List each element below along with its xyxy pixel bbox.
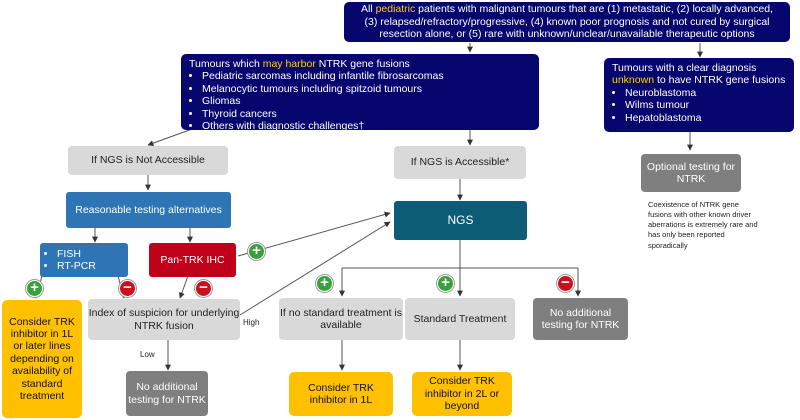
plus-icon: + [437, 275, 454, 292]
pan-trk-ihc-box: Pan-TRK IHC [149, 243, 236, 277]
arrow-index-high-to-ngs [239, 221, 391, 316]
no-additional-right-label: No additional testing for NTRK [541, 306, 620, 331]
minus-icon: − [119, 280, 136, 297]
plus-icon: + [248, 243, 265, 260]
no-standard-treatment-label: If no standard treatment is available [280, 306, 402, 331]
no-additional-left-label: No additional testing for NTRK [128, 381, 206, 406]
unknown-list: Neuroblastoma Wilms tumour Hepatoblastom… [612, 87, 786, 124]
index-of-suspicion-label: Index of suspicion for underlying NTRK f… [88, 307, 240, 332]
may-harbor-heading: Tumours which may harbor NTRK gene fusio… [189, 58, 410, 70]
ngs-label: NGS [447, 213, 474, 228]
consider-1l-label: Consider TRK inhibitor in 1L [308, 381, 374, 406]
standard-treatment-box: Standard Treatment [405, 298, 515, 340]
list-item: FISH [57, 248, 96, 260]
ngs-not-accessible-box: If NGS is Not Accessible [68, 146, 228, 175]
optional-testing-box: Optional testing for NTRK [641, 154, 741, 192]
consider-trk-inhibitor-later-lines-box: Consider TRK inhibitor in 1L or later li… [2, 300, 82, 418]
eligibility-criteria-box: All pediatric patients with malignant tu… [344, 2, 790, 42]
consider-trk-2l-box: Consider TRK inhibitor in 2L or beyond [412, 372, 512, 416]
list-item: Thyroid cancers [202, 108, 444, 120]
list-item: Wilms tumour [625, 99, 786, 111]
no-additional-testing-right-box: No additional testing for NTRK [533, 298, 628, 340]
list-item: Gliomas [202, 95, 444, 107]
may-harbor-tumours-box: Tumours which may harbor NTRK gene fusio… [181, 54, 539, 132]
fish-rtpcr-list: FISH RT-PCR [44, 248, 96, 273]
consider-2l-label: Consider TRK inhibitor in 2L or beyond [424, 375, 500, 413]
consider-later-lines-label: Consider TRK inhibitor in 1L or later li… [9, 315, 75, 402]
high-label: High [243, 318, 260, 327]
pediatric-highlight: pediatric [375, 3, 416, 16]
list-item: Pediatric sarcomas including infantile f… [202, 70, 444, 82]
arrow-pantrk-negative [179, 275, 189, 299]
plus-icon: + [26, 280, 43, 297]
no-additional-testing-left-box: No additional testing for NTRK [126, 371, 208, 416]
may-harbor-list: Pediatric sarcomas including infantile f… [189, 70, 444, 132]
fish-rtpcr-box: FISH RT-PCR [40, 243, 128, 277]
minus-icon: − [557, 275, 574, 292]
consider-trk-1l-box: Consider TRK inhibitor in 1L [289, 372, 393, 416]
list-item: Neuroblastoma [625, 87, 786, 99]
list-item: RT-PCR [57, 260, 96, 272]
pan-trk-ihc-label: Pan-TRK IHC [160, 253, 225, 266]
list-item: Melanocytic tumours including spitzoid t… [202, 83, 444, 95]
list-item: Others with diagnostic challenges† [202, 120, 444, 132]
list-item: Hepatoblastoma [625, 112, 786, 124]
optional-testing-label: Optional testing for NTRK [646, 160, 736, 185]
reasonable-alternatives-label: Reasonable testing alternatives [75, 203, 222, 216]
unknown-ntrk-tumours-box: Tumours with a clear diagnosis unknown t… [604, 58, 794, 132]
ngs-not-accessible-label: If NGS is Not Accessible [91, 154, 205, 167]
arrow-harbor-to-not-accessible [147, 127, 196, 146]
index-of-suspicion-box: Index of suspicion for underlying NTRK f… [88, 299, 240, 340]
low-label: Low [140, 350, 155, 359]
minus-icon: − [195, 280, 212, 297]
no-standard-treatment-box: If no standard treatment is available [279, 298, 403, 340]
reasonable-alternatives-box: Reasonable testing alternatives [66, 192, 231, 228]
ngs-box: NGS [394, 201, 527, 240]
unknown-heading: Tumours with a clear diagnosis unknown t… [612, 62, 786, 87]
coexistence-note: Coexistence of NTRK gene fusions with ot… [648, 200, 758, 250]
ngs-accessible-label: If NGS is Accessible* [410, 156, 510, 169]
eligibility-criteria-text: All pediatric patients with malignant tu… [360, 3, 774, 41]
ngs-accessible-box: If NGS is Accessible* [394, 146, 526, 179]
plus-icon: + [316, 275, 333, 292]
standard-treatment-label: Standard Treatment [413, 312, 507, 325]
